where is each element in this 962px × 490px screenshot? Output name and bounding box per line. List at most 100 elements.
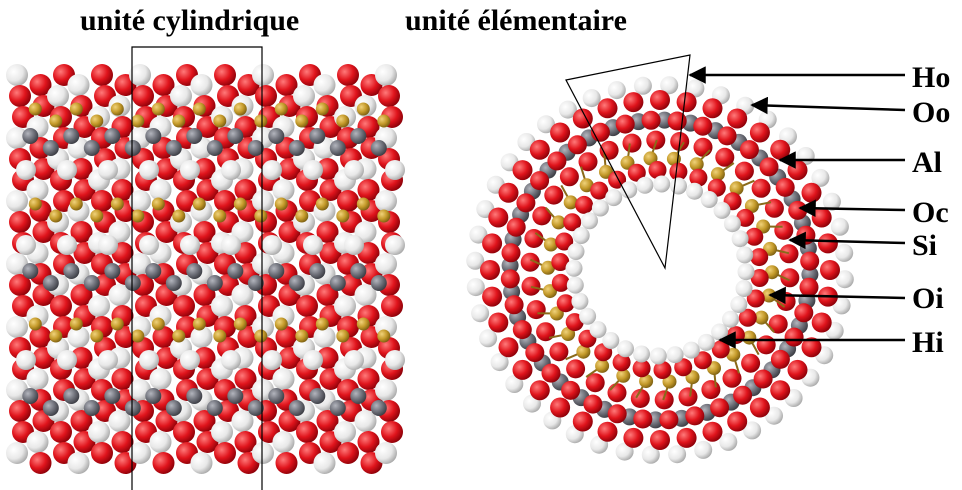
- aluminium-atom: [83, 275, 100, 291]
- hydrogen-atom: [149, 179, 172, 201]
- oxygen-atom: [753, 369, 773, 389]
- aluminium-atom: [83, 140, 100, 156]
- silicon-atom: [254, 209, 268, 223]
- hydrogen-atom: [670, 177, 687, 195]
- hydrogen-atom: [605, 189, 623, 207]
- aluminium-atom: [165, 275, 182, 291]
- oxygen-atom: [337, 442, 359, 464]
- oxygen-atom: [529, 139, 550, 160]
- aluminium-atom: [104, 128, 121, 144]
- silicon-atom: [90, 209, 104, 223]
- hydrogen-atom: [375, 253, 397, 275]
- silicon-atom: [543, 237, 558, 252]
- oxygen-atom: [193, 284, 216, 306]
- hydrogen-atom: [262, 350, 282, 370]
- oxygen-atom: [50, 295, 72, 317]
- hydrogen-atom: [139, 160, 159, 180]
- oxygen-atom: [501, 243, 521, 263]
- oxygen-atom: [674, 358, 693, 377]
- hydrogen-atom: [26, 179, 49, 201]
- aluminium-atom: [350, 263, 367, 279]
- hydrogen-atom: [6, 316, 28, 338]
- oxygen-atom: [566, 359, 586, 379]
- oxygen-atom: [768, 314, 788, 334]
- label-si: Si: [912, 229, 937, 262]
- hydrogen-atom: [313, 74, 336, 96]
- oxygen-atom: [296, 421, 318, 443]
- oxygen-atom: [482, 233, 503, 254]
- silicon-atom: [172, 114, 186, 128]
- hydrogen-atom: [129, 64, 151, 86]
- oxygen-atom: [779, 244, 799, 264]
- oxygen-atom: [480, 260, 500, 280]
- hydrogen-atom: [385, 160, 405, 180]
- oxygen-atom: [275, 74, 298, 96]
- oxygen-atom: [193, 221, 216, 243]
- oxygen-atom: [608, 170, 627, 189]
- hydrogen-atom: [313, 452, 336, 474]
- oxygen-atom: [9, 400, 31, 422]
- oxygen-atom: [255, 85, 277, 107]
- hydrogen-atom: [723, 215, 741, 233]
- aluminium-atom: [227, 263, 244, 279]
- oxygen-atom: [650, 90, 670, 110]
- silicon-atom: [710, 167, 725, 182]
- aluminium-atom: [227, 128, 244, 144]
- oxygen-atom: [521, 276, 541, 296]
- hydrogen-atom: [567, 243, 585, 260]
- oxygen-atom: [641, 110, 661, 130]
- oxygen-atom: [788, 200, 808, 220]
- oxygen-atom: [650, 430, 670, 450]
- hydrogen-atom: [830, 217, 849, 236]
- arrow-si: [788, 231, 906, 250]
- label-al: Al: [912, 146, 942, 179]
- silicon-atom: [356, 317, 370, 331]
- oxygen-atom: [749, 397, 770, 418]
- oxygen-atom: [741, 353, 761, 373]
- oxygen-atom: [583, 394, 603, 414]
- label-hi: Hi: [912, 326, 944, 359]
- oxygen-atom: [275, 452, 298, 474]
- label-ho: Ho: [912, 61, 950, 94]
- cylinder-unit-title: unité cylindrique: [80, 4, 300, 37]
- aluminium-atom: [370, 140, 387, 156]
- silicon-atom: [28, 102, 42, 116]
- oxygen-atom: [801, 182, 822, 203]
- oxygen-atom: [525, 343, 545, 363]
- aluminium-atom: [145, 263, 162, 279]
- hydrogen-atom: [139, 235, 159, 255]
- silicon-atom: [639, 374, 654, 389]
- oxygen-atom: [676, 92, 697, 113]
- hydrogen-atom: [170, 85, 192, 107]
- hydrogen-atom: [649, 347, 667, 365]
- oxygen-atom: [811, 207, 832, 228]
- hydrogen-atom: [697, 333, 715, 351]
- aluminium-atom: [227, 388, 244, 404]
- oxygen-atom: [770, 380, 791, 401]
- oxygen-atom: [506, 217, 526, 237]
- oxygen-atom: [337, 64, 359, 86]
- oxygen-atom: [337, 190, 359, 212]
- aluminium-atom: [145, 388, 162, 404]
- hydrogen-atom: [334, 295, 356, 317]
- hydrogen-atom: [737, 263, 755, 281]
- silicon-atom: [729, 181, 744, 196]
- oxygen-atom: [152, 452, 175, 474]
- hydrogen-atom: [6, 442, 28, 464]
- hydrogen-atom: [566, 276, 584, 294]
- hydrogen-atom: [765, 406, 783, 425]
- hydrogen-atom: [617, 340, 634, 358]
- hydrogen-atom: [231, 410, 254, 432]
- oxygen-atom: [659, 410, 679, 430]
- oxygen-atom: [551, 273, 570, 292]
- oxygen-atom: [632, 359, 651, 378]
- aluminium-atom: [22, 128, 39, 144]
- oxygen-atom: [648, 161, 667, 179]
- oxygen-atom: [357, 179, 380, 201]
- aluminium-atom: [350, 128, 367, 144]
- silicon-atom: [295, 209, 309, 223]
- oxygen-atom: [173, 421, 195, 443]
- hydrogen-atom: [835, 270, 854, 289]
- silicon-atom: [213, 209, 227, 223]
- aluminium-atom: [63, 388, 80, 404]
